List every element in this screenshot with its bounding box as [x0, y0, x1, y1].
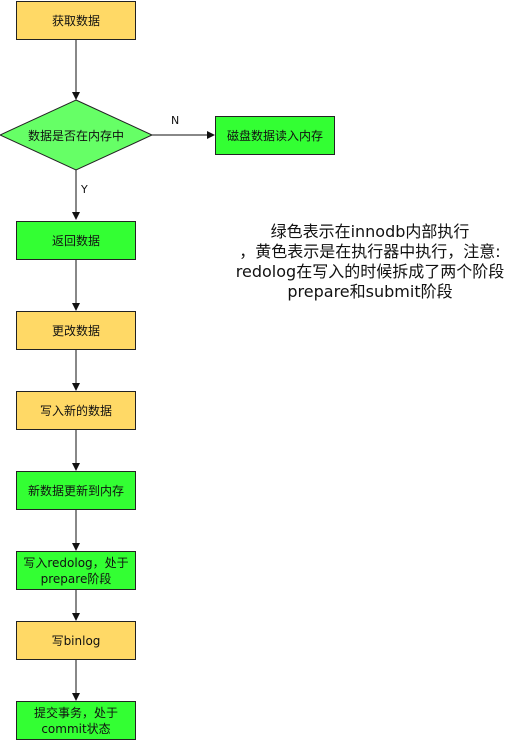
node-return-data: 返回数据 — [16, 221, 136, 260]
node-write-binlog: 写binlog — [16, 621, 136, 660]
edge-label-no: N — [171, 114, 180, 127]
legend-note-line2: ，黄色表示是在执行器中执行，注意: — [239, 242, 501, 261]
node-commit: 提交事务，处于 commit状态 — [16, 701, 136, 740]
node-write-redolog-line2: prepare阶段 — [40, 571, 112, 586]
node-write-new-data-label: 写入新的数据 — [39, 403, 112, 418]
legend-note: 绿色表示在innodb内部执行 ，黄色表示是在执行器中执行，注意: redolo… — [210, 222, 526, 302]
node-return-data-label: 返回数据 — [51, 233, 100, 248]
node-modify-data: 更改数据 — [16, 311, 136, 350]
node-write-redolog-line1: 写入redolog，处于 — [23, 555, 129, 570]
node-commit-line2: commit状态 — [41, 721, 111, 736]
node-fetch-data-label: 获取数据 — [51, 13, 100, 28]
node-update-memory: 新数据更新到内存 — [16, 471, 136, 510]
node-write-redolog: 写入redolog，处于 prepare阶段 — [16, 551, 136, 590]
node-disk-read-label: 磁盘数据读入内存 — [226, 128, 323, 143]
legend-note-line4: prepare和submit阶段 — [287, 282, 453, 301]
edge-label-yes: Y — [81, 183, 88, 196]
node-fetch-data: 获取数据 — [16, 1, 136, 40]
node-disk-read: 磁盘数据读入内存 — [215, 116, 335, 155]
legend-note-line3: redolog在写入的时候拆成了两个阶段 — [235, 262, 505, 281]
legend-note-line1: 绿色表示在innodb内部执行 — [270, 222, 470, 241]
decision-in-memory-label: 数据是否在内存中 — [27, 128, 124, 143]
node-write-new-data: 写入新的数据 — [16, 391, 136, 430]
node-modify-data-label: 更改数据 — [51, 323, 100, 338]
node-write-binlog-label: 写binlog — [51, 633, 101, 648]
node-commit-line1: 提交事务，处于 — [33, 705, 118, 720]
node-update-memory-label: 新数据更新到内存 — [27, 483, 124, 498]
